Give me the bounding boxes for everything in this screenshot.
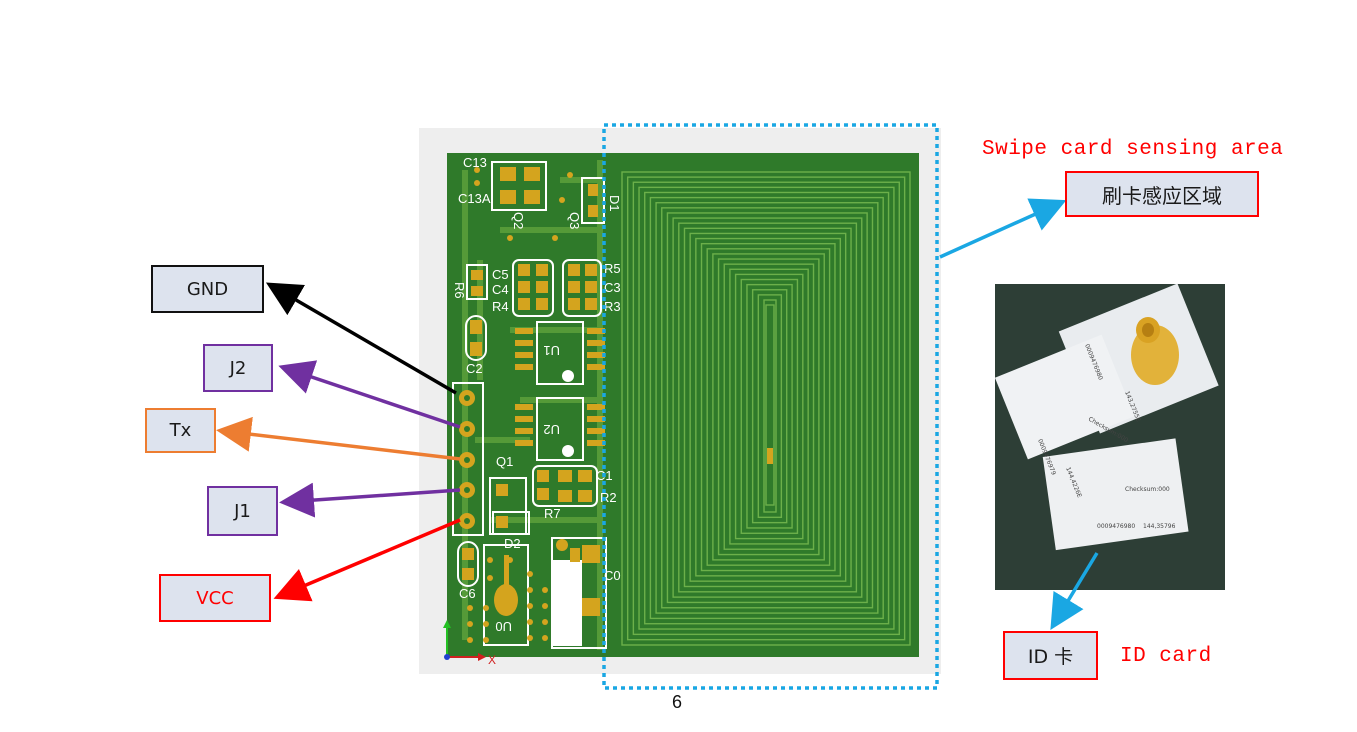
silkscreen-label: C13A bbox=[458, 191, 491, 206]
j1-label: J1 bbox=[207, 486, 278, 536]
coil-turn bbox=[740, 278, 799, 534]
tx-arrow bbox=[216, 416, 461, 461]
silkscreen-label: U2 bbox=[543, 422, 560, 437]
id-card-label-en: ID card bbox=[1120, 645, 1212, 668]
svg-text:0009476980: 0009476980 bbox=[1097, 523, 1135, 530]
id-card-label-cn: ID 卡 bbox=[1003, 631, 1098, 680]
silkscreen-label: C2 bbox=[466, 361, 483, 376]
coil-turn bbox=[700, 242, 836, 572]
id-card-photo: 0009476980 143,2755E 0009476979 144,4226… bbox=[994, 283, 1225, 590]
coil-turn bbox=[655, 202, 879, 614]
tx-label: Tx bbox=[145, 408, 216, 453]
coil-turn bbox=[717, 258, 820, 556]
silkscreen-label: Q3 bbox=[567, 212, 582, 229]
gnd-arrow bbox=[265, 282, 457, 395]
coil-turn bbox=[729, 268, 809, 545]
coil-turn bbox=[666, 212, 868, 604]
idcard-arrow bbox=[1050, 552, 1099, 630]
vcc-arrow bbox=[273, 518, 461, 602]
j2-arrow bbox=[278, 360, 461, 429]
j1-arrow bbox=[279, 482, 461, 518]
silkscreen-label: R4 bbox=[492, 299, 509, 314]
coil-turn bbox=[649, 196, 884, 620]
solder-pads bbox=[462, 167, 605, 616]
white-pad-area bbox=[552, 560, 582, 646]
silkscreen-label: C4 bbox=[492, 282, 509, 297]
coil-turn bbox=[757, 294, 783, 519]
coil-turn bbox=[689, 232, 847, 582]
silkscreen-label: R3 bbox=[604, 299, 621, 314]
vcc-label: VCC bbox=[159, 574, 271, 622]
svg-text:X: X bbox=[488, 653, 496, 667]
coil-turn bbox=[661, 207, 874, 609]
silkscreen-label: D1 bbox=[607, 195, 622, 212]
coil-turn bbox=[678, 222, 858, 593]
gnd-label: GND bbox=[151, 265, 264, 313]
silkscreen-label: Q2 bbox=[511, 212, 526, 229]
coil-turn bbox=[638, 186, 895, 630]
sensing-arrow bbox=[939, 198, 1067, 259]
coil-turn bbox=[763, 299, 777, 513]
axis-gizmo: X bbox=[443, 620, 496, 667]
sensing-area-label-cn: 刷卡感应区域 bbox=[1065, 171, 1259, 217]
svg-text:Checksum:000: Checksum:000 bbox=[1125, 486, 1170, 493]
silkscreen-label: R6 bbox=[452, 282, 467, 299]
coil-turn bbox=[644, 191, 890, 625]
coil-turn bbox=[746, 283, 793, 529]
silkscreen-label: R7 bbox=[544, 506, 561, 521]
coil-turn bbox=[751, 289, 788, 524]
coil-turn bbox=[683, 227, 852, 588]
silkscreen-label: D2 bbox=[504, 536, 521, 551]
silkscreen-label: U0 bbox=[495, 619, 512, 634]
coil-turn bbox=[632, 181, 900, 636]
silkscreen-label: R2 bbox=[600, 490, 617, 505]
coil-turn bbox=[734, 273, 804, 540]
silkscreen-label: C13 bbox=[463, 155, 487, 170]
vias bbox=[467, 167, 573, 643]
sensing-area-title-en: Swipe card sensing area bbox=[982, 138, 1284, 161]
coil-turn bbox=[621, 171, 911, 646]
silkscreen-label: C6 bbox=[459, 586, 476, 601]
coil-turn bbox=[706, 248, 831, 566]
silkscreen-label: C3 bbox=[604, 280, 621, 295]
silkscreen-label: Q1 bbox=[496, 454, 513, 469]
antenna-coil bbox=[621, 171, 911, 646]
silkscreen-label: C5 bbox=[492, 267, 509, 282]
coil-turn bbox=[672, 217, 863, 598]
svg-text:144,35796: 144,35796 bbox=[1143, 523, 1176, 530]
coil-turn bbox=[712, 253, 825, 561]
j2-label: J2 bbox=[203, 344, 273, 392]
silkscreen-label: C0 bbox=[604, 568, 621, 583]
header-pins bbox=[459, 390, 475, 529]
coil-turn bbox=[723, 263, 815, 550]
silkscreen-label: U1 bbox=[543, 343, 560, 358]
page-number: 6 bbox=[672, 692, 683, 712]
coil-turn bbox=[626, 176, 906, 641]
silkscreen-label: R5 bbox=[604, 261, 621, 276]
component-outlines bbox=[452, 161, 607, 649]
coil-turn bbox=[695, 237, 842, 577]
